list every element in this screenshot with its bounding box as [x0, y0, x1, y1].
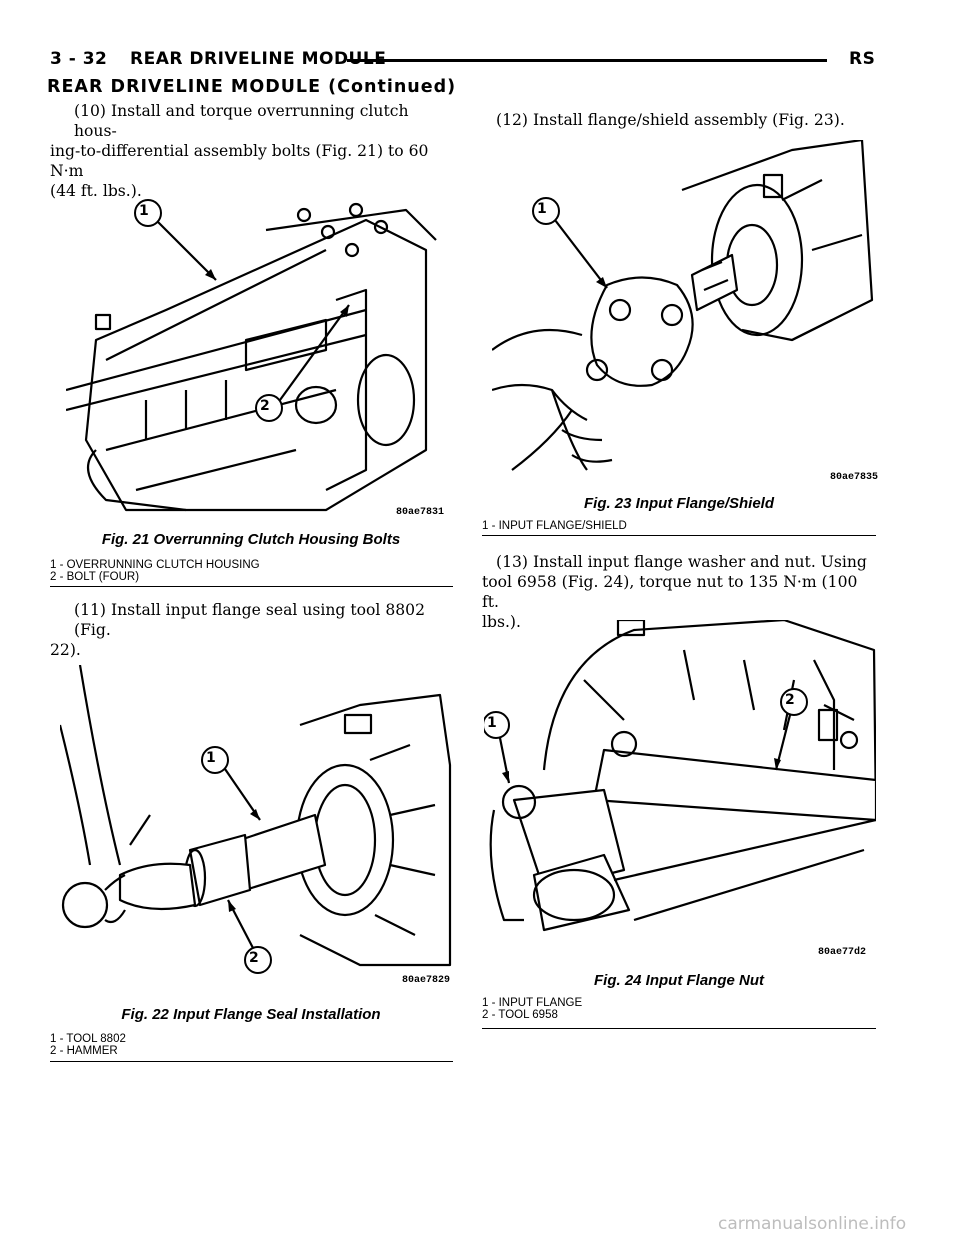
- header-code: RS: [849, 49, 876, 69]
- figure-22-illustration: [58, 664, 452, 974]
- figure-24: 1 2 80ae77d2: [482, 618, 878, 960]
- header-rule: [347, 59, 827, 62]
- callout-1: 1: [206, 750, 216, 766]
- figure-code: 80ae77d2: [817, 947, 866, 958]
- callout-2: 2: [249, 950, 259, 966]
- callout-1: 1: [537, 201, 547, 217]
- figure-23-caption: Fig. 23 Input Flange/Shield: [583, 495, 774, 512]
- figure-code: 80ae7829: [401, 975, 450, 986]
- figure-21-rule: [50, 586, 453, 587]
- figure-21-legend: 1 - OVERRUNNING CLUTCH HOUSING 2 - BOLT …: [50, 559, 260, 583]
- step-13: (13) Install input flange washer and nut…: [482, 553, 867, 631]
- figure-23-rule: [482, 535, 876, 536]
- figure-code: 80ae7835: [829, 472, 878, 483]
- step-10: (10) Install and torque overrunning clut…: [50, 102, 429, 200]
- step-12: (12) Install flange/shield assembly (Fig…: [496, 111, 845, 129]
- figure-21: 1 2 80ae7831: [65, 190, 446, 520]
- step-11: (11) Install input flange seal using too…: [50, 601, 426, 659]
- watermark: carmanualsonline.info: [718, 1214, 907, 1234]
- header-title: REAR DRIVELINE MODULE: [130, 49, 387, 69]
- figure-23-illustration: [491, 138, 874, 471]
- figure-24-legend: 1 - INPUT FLANGE 2 - TOOL 6958: [482, 997, 583, 1021]
- figure-22-caption: Fig. 22 Input Flange Seal Installation: [121, 1006, 381, 1023]
- callout-2: 2: [260, 398, 270, 414]
- figure-22: 1 2 80ae7829: [58, 664, 452, 990]
- figure-21-illustration: [65, 199, 437, 512]
- figure-24-illustration: [482, 618, 878, 932]
- callout-2: 2: [785, 692, 795, 708]
- figure-23: 1 80ae7835: [491, 138, 878, 485]
- figure-24-caption: Fig. 24 Input Flange Nut: [594, 972, 764, 989]
- section-title: REAR DRIVELINE MODULE (Continued): [47, 77, 457, 97]
- figure-24-rule: [482, 1028, 876, 1029]
- callout-1: 1: [487, 715, 497, 731]
- figure-22-rule: [50, 1061, 453, 1062]
- figure-code: 80ae7831: [395, 507, 444, 518]
- figure-23-legend: 1 - INPUT FLANGE/SHIELD: [482, 520, 627, 532]
- page-number: 3 - 32: [50, 49, 108, 69]
- figure-22-legend: 1 - TOOL 8802 2 - HAMMER: [50, 1033, 126, 1057]
- callout-1: 1: [139, 203, 149, 219]
- figure-21-caption: Fig. 21 Overrunning Clutch Housing Bolts: [101, 531, 401, 548]
